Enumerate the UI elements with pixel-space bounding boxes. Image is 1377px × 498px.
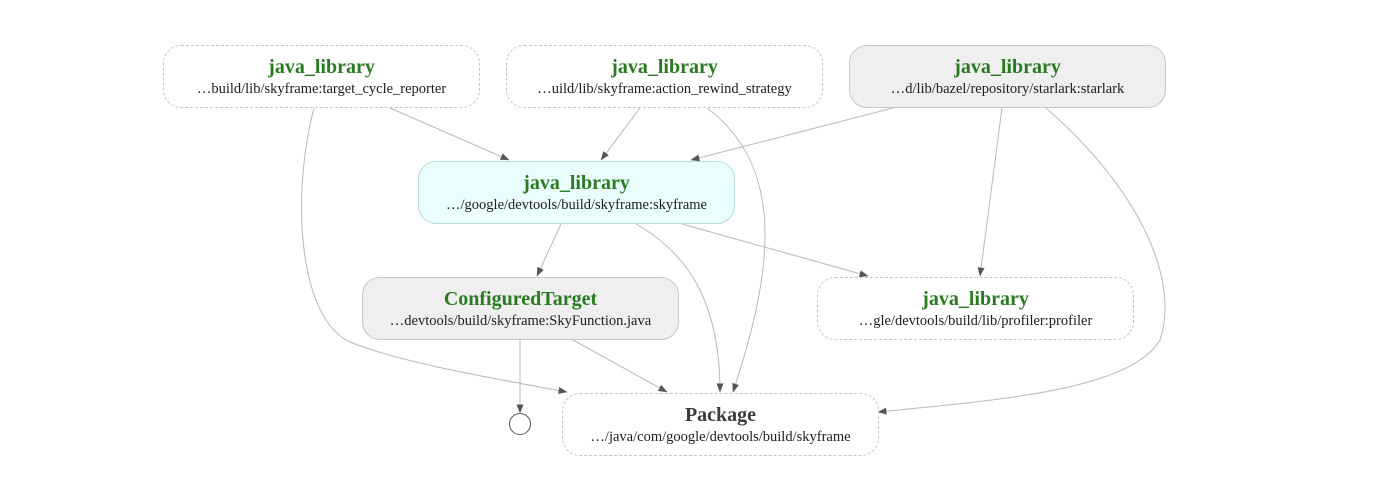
edge-cycle-reporter-to-package: [301, 107, 568, 394]
node-kind: java_library: [268, 55, 375, 78]
node-path: …devtools/build/skyframe:SkyFunction.jav…: [389, 312, 652, 329]
edge-cycle-reporter-to-skyframe: [389, 107, 510, 161]
node-target-cycle-reporter[interactable]: java_library …build/lib/skyframe:target_…: [163, 45, 480, 108]
edge-skyframe-to-package: [635, 223, 724, 393]
edge-configured-target-to-package: [572, 339, 668, 393]
edge-rewind-strategy-to-package: [706, 107, 766, 393]
edge-starlark-to-package: [877, 107, 1166, 415]
node-path: …uild/lib/skyframe:action_rewind_strateg…: [537, 80, 792, 97]
edge-rewind-strategy-to-skyframe: [600, 107, 641, 161]
node-package[interactable]: Package …/java/com/google/devtools/build…: [562, 393, 879, 456]
node-kind: java_library: [922, 287, 1029, 310]
node-kind: Package: [684, 403, 757, 426]
edge-starlark-to-skyframe: [690, 107, 894, 162]
terminal-circle-node[interactable]: [509, 413, 531, 435]
node-kind: java_library: [954, 55, 1061, 78]
node-kind: ConfiguredTarget: [443, 287, 598, 310]
node-kind: java_library: [611, 55, 718, 78]
node-skyframe[interactable]: java_library …/google/devtools/build/sky…: [418, 161, 735, 224]
node-configured-target[interactable]: ConfiguredTarget …devtools/build/skyfram…: [362, 277, 679, 340]
edge-skyframe-to-profiler: [681, 223, 869, 278]
node-kind: java_library: [523, 171, 630, 194]
node-starlark[interactable]: java_library …d/lib/bazel/repository/sta…: [849, 45, 1166, 108]
node-path: …d/lib/bazel/repository/starlark:starlar…: [890, 80, 1125, 97]
node-path: …/java/com/google/devtools/build/skyfram…: [590, 428, 851, 445]
node-profiler[interactable]: java_library …gle/devtools/build/lib/pro…: [817, 277, 1134, 340]
node-path: …build/lib/skyframe:target_cycle_reporte…: [196, 80, 447, 97]
edge-starlark-to-profiler: [977, 107, 1003, 277]
edge-skyframe-to-configured-target: [536, 223, 562, 277]
node-path: …/google/devtools/build/skyframe:skyfram…: [446, 196, 707, 213]
node-action-rewind-strategy[interactable]: java_library …uild/lib/skyframe:action_r…: [506, 45, 823, 108]
node-path: …gle/devtools/build/lib/profiler:profile…: [858, 312, 1093, 329]
